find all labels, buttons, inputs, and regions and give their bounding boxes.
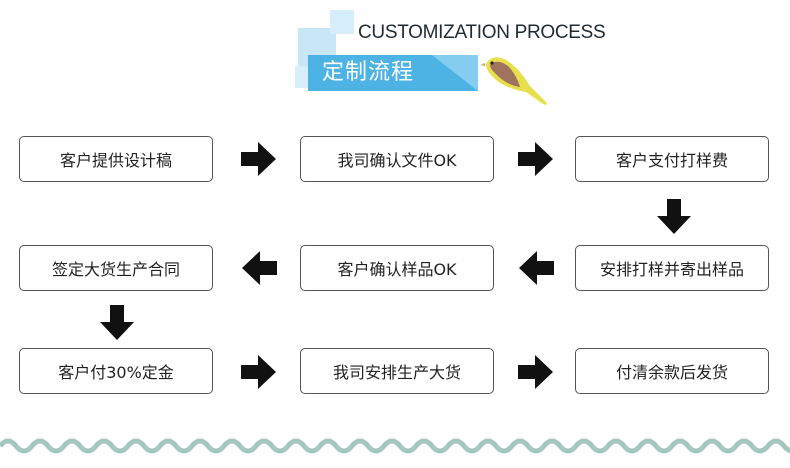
step-2-box: 我司确认文件OK <box>300 136 494 182</box>
step-7-box: 客户付30%定金 <box>19 348 213 394</box>
arrow-left-icon <box>242 251 277 285</box>
wave-divider <box>0 438 790 454</box>
bird-icon <box>480 57 547 105</box>
step-8-box: 我司安排生产大货 <box>300 348 494 394</box>
step-9-box: 付清余款后发货 <box>575 348 769 394</box>
arrow-right-icon <box>518 355 553 389</box>
arrow-down-icon <box>657 199 691 234</box>
arrow-right-icon <box>241 142 276 176</box>
step-label: 客户确认样品OK <box>337 260 457 279</box>
arrow-right-icon <box>241 355 276 389</box>
english-title: CUSTOMIZATION PROCESS <box>358 22 606 43</box>
step-3-box: 客户支付打样费 <box>575 136 769 182</box>
step-label: 我司确认文件OK <box>337 151 457 170</box>
step-label: 客户支付打样费 <box>615 151 728 170</box>
banner-shade <box>432 55 478 91</box>
arrow-right-icon <box>518 142 553 176</box>
step-5-box: 客户确认样品OK <box>300 245 494 291</box>
step-label: 客户付30%定金 <box>58 363 174 382</box>
arrow-left-icon <box>519 251 554 285</box>
step-label: 签定大货生产合同 <box>51 260 180 279</box>
decor-square <box>330 10 354 34</box>
step-6-box: 签定大货生产合同 <box>19 245 213 291</box>
header: CUSTOMIZATION PROCESS 定制流程 <box>0 0 790 115</box>
step-label: 我司安排生产大货 <box>332 363 461 382</box>
title-banner: 定制流程 <box>308 55 478 91</box>
step-4-box: 安排打样并寄出样品 <box>575 245 769 291</box>
step-label: 付清余款后发货 <box>615 363 728 382</box>
step-label: 客户提供设计稿 <box>59 151 172 170</box>
step-1-box: 客户提供设计稿 <box>19 136 213 182</box>
arrow-down-icon <box>100 305 134 340</box>
chinese-title: 定制流程 <box>321 60 414 85</box>
step-label: 安排打样并寄出样品 <box>599 260 744 279</box>
